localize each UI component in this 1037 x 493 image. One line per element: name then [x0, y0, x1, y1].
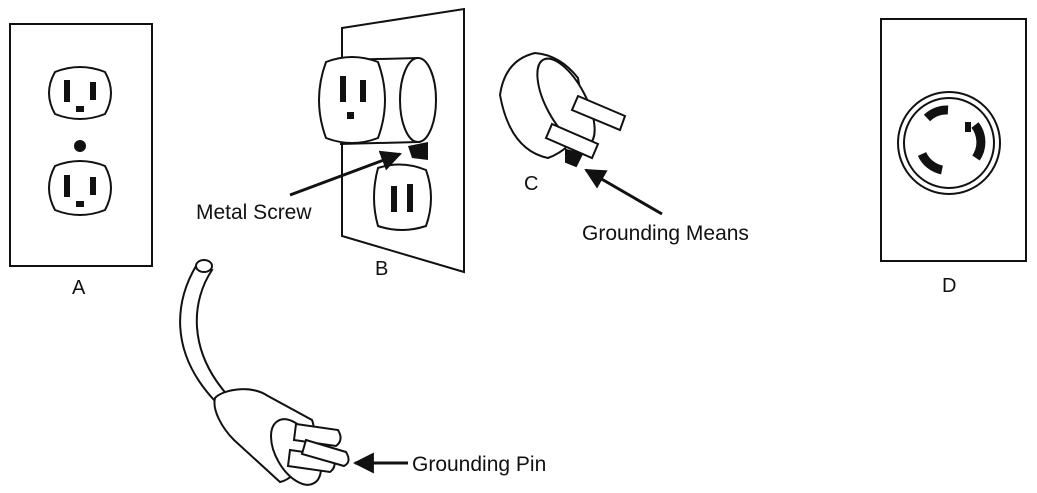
receptacle-bottom — [48, 160, 112, 216]
center-screw-a — [74, 140, 86, 152]
plug-c — [498, 51, 627, 168]
metal-screw-arrow — [289, 150, 402, 197]
adapter-outlet-b — [318, 7, 465, 274]
duplex-outlet-a — [9, 23, 153, 267]
grounding-pin-label: Grounding Pin — [412, 453, 546, 476]
label-c: C — [524, 173, 538, 195]
twist-lock-outlet-d — [880, 18, 1027, 262]
receptacle-top — [48, 66, 112, 120]
label-b: B — [375, 258, 388, 280]
grounding-means-label: Grounding Means — [582, 222, 749, 245]
metal-screw-label: Metal Screw — [196, 201, 312, 224]
cord-plug — [179, 259, 350, 486]
grounding-means-arrow — [584, 168, 663, 216]
label-d: D — [942, 275, 956, 297]
label-a: A — [72, 277, 86, 299]
